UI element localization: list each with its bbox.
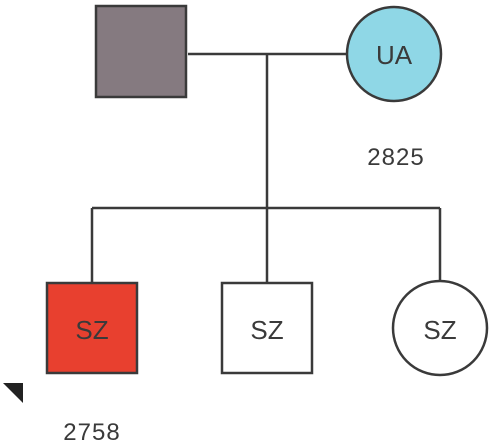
child-1-label: SZ — [75, 315, 108, 345]
father-square — [94, 4, 188, 99]
mother-circle — [345, 5, 443, 103]
child-3-circle — [391, 279, 489, 377]
child-3-label: SZ — [423, 315, 456, 345]
child-2-square — [220, 281, 314, 375]
mother-id: 2825 — [367, 144, 424, 171]
child-2-label: SZ — [250, 315, 283, 345]
proband-arrow-icon — [3, 383, 23, 403]
mother-label: UA — [376, 40, 413, 70]
child-1-square — [45, 281, 139, 375]
proband-id: 2758 — [63, 419, 120, 446]
